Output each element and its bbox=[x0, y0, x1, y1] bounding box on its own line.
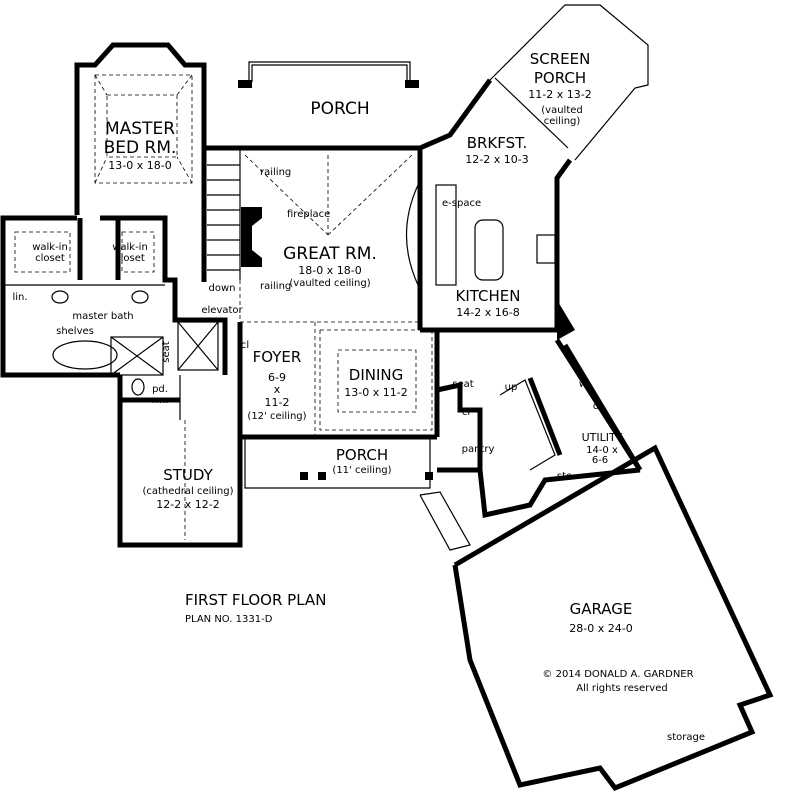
study-label: STUDY bbox=[163, 466, 213, 484]
great-room-note: (vaulted ceiling) bbox=[289, 278, 370, 289]
screen-porch-note-2: ceiling) bbox=[544, 116, 581, 127]
great-room-label: GREAT RM. bbox=[283, 244, 377, 264]
study-note: (cathedral ceiling) bbox=[142, 486, 233, 497]
master-bath-label: master bath bbox=[72, 311, 133, 322]
master-bedroom-walls bbox=[74, 42, 207, 215]
utility-dim-2: 6-6 bbox=[592, 455, 608, 466]
walkin-closet-left-2: closet bbox=[35, 253, 65, 264]
powder-room-label: pd. bbox=[152, 384, 168, 395]
utility-label: UTILITY bbox=[582, 431, 623, 444]
fireplace-label: fireplace bbox=[287, 209, 330, 220]
powder-room-label-2: rm. bbox=[152, 395, 169, 406]
porch-front-outline bbox=[244, 437, 471, 551]
hall-closet-label: cl bbox=[462, 407, 470, 418]
master-bed-dim: 13-0 x 18-0 bbox=[108, 159, 171, 172]
stairs-down-label: down bbox=[209, 283, 236, 294]
washer-label: w bbox=[579, 379, 587, 390]
great-room-dim: 18-0 x 18-0 bbox=[298, 264, 361, 277]
breakfast-dim: 12-2 x 10-3 bbox=[465, 153, 528, 166]
garage-walls bbox=[452, 444, 774, 792]
screen-porch-label: SCREEN bbox=[530, 50, 591, 68]
foyer-closet-label: cl bbox=[241, 340, 249, 351]
study-walls bbox=[117, 375, 243, 548]
kitchen-dim: 14-2 x 16-8 bbox=[456, 306, 519, 319]
dining-label: DINING bbox=[349, 366, 403, 384]
plan-number: PLAN NO. 1331-D bbox=[185, 614, 273, 625]
screen-porch-label-2: PORCH bbox=[534, 69, 586, 87]
master-bed-label: MASTER bbox=[105, 119, 175, 139]
screen-porch-dim: 11-2 x 13-2 bbox=[528, 88, 591, 101]
shelves-label: shelves bbox=[56, 326, 94, 337]
porch-top-label: PORCH bbox=[310, 99, 369, 119]
porch-top-outline bbox=[238, 61, 419, 88]
kitchen-walls bbox=[419, 4, 649, 340]
porch-front-note: (11' ceiling) bbox=[332, 465, 391, 476]
bath-seat-label: seat bbox=[161, 341, 172, 362]
screen-porch-note: (vaulted bbox=[541, 105, 582, 116]
walkin-closet-left: walk-in bbox=[32, 242, 68, 253]
linen-label: lin. bbox=[12, 292, 27, 303]
pantry-label: pantry bbox=[462, 444, 495, 455]
stairs-up-label: up bbox=[505, 382, 518, 393]
great-room-walls bbox=[201, 145, 423, 330]
dryer-label: d bbox=[593, 401, 599, 412]
copyright-line-2: All rights reserved bbox=[576, 683, 667, 694]
master-bath-walls bbox=[0, 215, 228, 378]
storage-small-label: sto. bbox=[557, 471, 575, 482]
garage-label: GARAGE bbox=[570, 600, 633, 618]
dining-dim: 13-0 x 11-2 bbox=[344, 386, 407, 399]
plan-title: FIRST FLOOR PLAN bbox=[185, 591, 326, 609]
porch-front-label: PORCH bbox=[336, 446, 388, 464]
utility-dim-1: 14-0 x bbox=[586, 445, 618, 456]
utility-walls bbox=[436, 338, 643, 473]
master-bed-label-2: BED RM. bbox=[104, 138, 177, 158]
garage-storage-label: storage bbox=[667, 732, 705, 743]
foyer-dim-3: 11-2 bbox=[265, 396, 290, 409]
walkin-closet-right-2: closet bbox=[115, 253, 145, 264]
breakfast-label: BRKFST. bbox=[467, 134, 528, 152]
foyer-note: (12' ceiling) bbox=[247, 411, 306, 422]
walkin-closet-right: walk-in bbox=[112, 242, 148, 253]
kitchen-label: KITCHEN bbox=[456, 287, 521, 305]
espace-label: e-space bbox=[442, 198, 481, 209]
foyer-dim-1: 6-9 bbox=[268, 371, 286, 384]
foyer-dining-walls bbox=[237, 322, 440, 440]
hall-seat-label: seat bbox=[452, 379, 473, 390]
railing-bottom-label: railing bbox=[260, 281, 291, 292]
foyer-label: FOYER bbox=[253, 348, 302, 366]
garage-dim: 28-0 x 24-0 bbox=[569, 622, 632, 635]
elevator-label: elevator bbox=[201, 305, 243, 316]
foyer-dim-2: x bbox=[274, 383, 281, 396]
copyright-line-1: © 2014 DONALD A. GARDNER bbox=[542, 669, 693, 680]
study-dim: 12-2 x 12-2 bbox=[156, 498, 219, 511]
railing-top-label: railing bbox=[260, 167, 291, 178]
